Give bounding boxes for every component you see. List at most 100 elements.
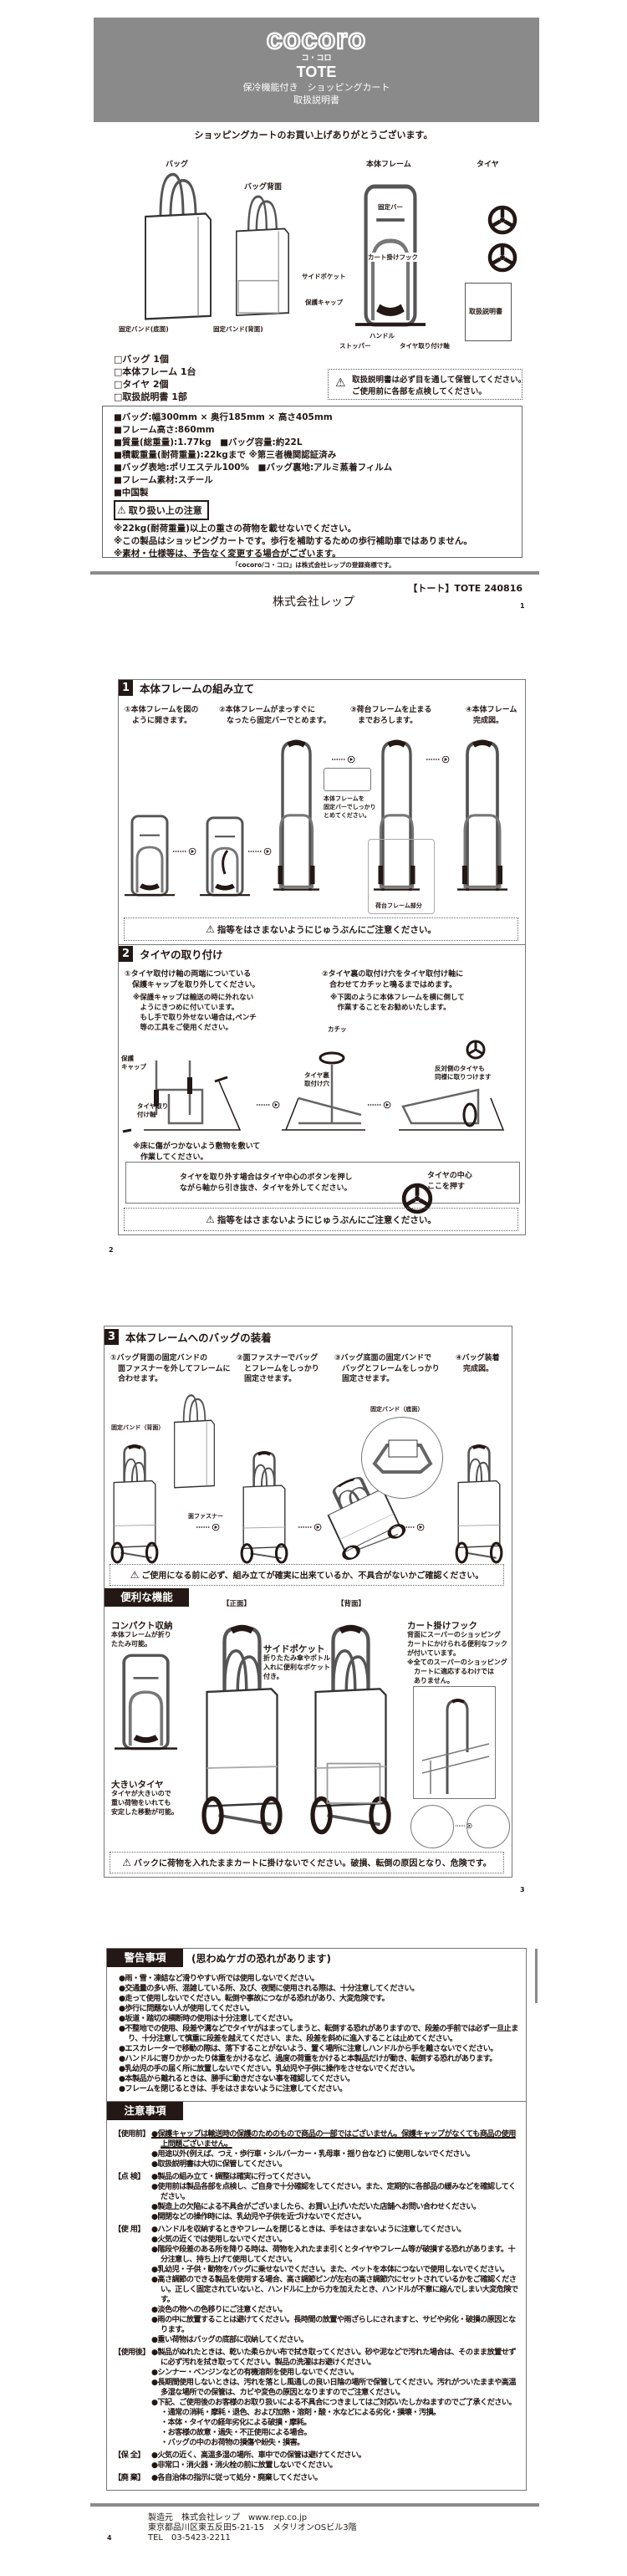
spec-line: ■バッグ表地:ポリエステル100% ■バッグ裏地:アルミ蒸着フィルム [114, 463, 393, 473]
section-number: 1 [119, 680, 133, 696]
caution-group-label: 【廃 棄】 [114, 2473, 145, 2482]
caution-item: ●重い荷物はバッグの底部に収納してください。 [151, 2335, 308, 2344]
caution-item: ●シンナー・ベンジンなどの有機溶剤を使用しないでください。 [151, 2368, 359, 2377]
page-number: 3 [520, 1886, 525, 1894]
manual-illustration: 取扱説明書 [465, 283, 512, 341]
tire-icon [472, 190, 502, 220]
step-text: ②タイヤ裏の取付け穴をタイヤ取付け軸に 合わせてカチッと鳴るまではめます。 [322, 970, 464, 989]
step-text: ②本体フレームがまっすぐに なったら固定バーでとめます。 [219, 706, 331, 725]
hook-detail-inset [466, 1805, 510, 1848]
caution-item: ●火気の近く、高温多湿の場所、車中での保管は避けてください。 [151, 2451, 366, 2460]
warning-item: ●フレームを閉じるときは、手をはさまないように注意してください。 [119, 2084, 347, 2093]
page-number: 4 [107, 2534, 112, 2542]
spec-line: ■中国製 [114, 488, 149, 498]
page-4: 警告事項 (思わぬケガの恐れがあります) ●雨・雪・凍結など滑りやすい所では使用… [90, 1948, 539, 2543]
cart-step2-illustration [238, 1450, 290, 1565]
hook-detail-inset [410, 1805, 454, 1848]
removal-text: タイヤを取り外す場合はタイヤ中心のボタンを押し ながら軸から引き抜き、タイヤを外… [180, 1173, 353, 1193]
warning-triangle-icon: ⚠ [130, 1569, 140, 1581]
back-view-label: 【背面】 [337, 1600, 366, 1608]
caution-item: ●取扱説明書は大切に保管してください。 [151, 2159, 287, 2169]
callout-axle: タイヤ取り付け軸 [400, 342, 450, 350]
compact-frame-illustration [115, 1653, 177, 1751]
caution-item: ●保護キャップは輸送時の保護のためのもので商品の一部ではございません。保護キャッ… [151, 2129, 516, 2149]
caution-text: 指等をはさまないようにじゅうぶんにご注意ください。 [217, 925, 436, 935]
caution-item: ●使用前は製品各部を点検し、ご自身で十分確認をしてください。また、定期的に各部品… [151, 2182, 516, 2201]
cart-step1-illustration [109, 1444, 161, 1565]
cautions-heading: 注意事項 [107, 2102, 183, 2120]
warning-triangle-icon: ⚠ [117, 504, 126, 516]
callout-cap: 保護キャップ [305, 299, 343, 306]
caution-line: ※22kg(耐荷重量)以上の重さの荷物を載せないでください。 [114, 524, 357, 534]
maker-tel: TEL 03-5423-2211 [148, 2533, 231, 2543]
checklist-item: □タイヤ 2個 [114, 379, 169, 390]
document-title: 取扱説明書 [293, 95, 339, 105]
logo-kana: コ・コロ [301, 54, 332, 63]
next-arrow-icon [173, 847, 196, 856]
caution-item: ●乳幼児・子供・動物をバッグに乗せないでください。また、ペットを本体につないで使… [151, 2265, 509, 2274]
thanks-message: ショッピングカートのお買い上げありがとうございます。 [194, 130, 433, 141]
caution-item: ●淡色の物への色移りにご注意ください。 [151, 2305, 287, 2314]
warning-item: ●エスカレーターで移動の際は、落下することがないよう、置く場所に注意しハンドルか… [119, 2044, 498, 2053]
warnings-subtitle: (思わぬケガの恐れがあります) [191, 1952, 331, 1965]
next-arrow-icon [248, 847, 272, 856]
step-text: ①タイヤ取付け軸の両端についている 保護キャップを取り外してください。 [125, 970, 260, 989]
next-arrow-icon [298, 1523, 322, 1531]
tire-center-icon [385, 1167, 417, 1199]
spec-box: ■バッグ:幅300mm × 奥行185mm × 高さ405mm ■フレーム高さ:… [102, 406, 522, 559]
click-label: カチッ [328, 1025, 347, 1033]
warning-item: ●坂道・踏切の横断時の使用は十分注意してください。 [119, 2014, 298, 2023]
cautions-section: 注意事項 【使用前】●保護キャップは輸送時の保護のためのもので商品の一部ではござ… [107, 2101, 526, 2490]
caution-group-label: 【点 検】 [114, 2172, 145, 2181]
features-heading: 便利な機能 [104, 1588, 189, 1607]
feature-hook-desc: 背面にスーパーのショッピング カートにかけられる便利なフック が付いています。 … [407, 1631, 507, 1684]
caution-group: 【保 全】●火気の近く、高温多湿の場所、車中での保管は避けてください。●非常口・… [114, 2451, 521, 2471]
band-bottom-label: 固定バンド（底面） [370, 1405, 424, 1413]
removal-label: タイヤの中心 ここを押す [427, 1172, 472, 1191]
cover-header: cocoro コ・コロ TOTE 保冷機能付き ショッピングカート 取扱説明書 [94, 18, 539, 122]
shopping-cart-hook-illustration [421, 1699, 490, 1794]
band-detail-inset [361, 1417, 443, 1499]
read-manual-notice: ⚠ 取扱説明書は必ず目を通して保管してください。 ご使用前に各部を点検してくださ… [328, 369, 526, 400]
part-label-bag: バッグ [166, 161, 189, 169]
warnings-list: ●雨・雪・凍結など滑りやすい所では使用しないでください。●交通量の多い所、混雑し… [107, 1967, 526, 2101]
caution-item: ●ハンドルを収納するときやフレームを閉じるときは、手をはさまないように注意してく… [151, 2225, 466, 2234]
divider [90, 2503, 539, 2507]
feature-tire-title: 大きいタイヤ [111, 1780, 164, 1790]
warning-item: ●ハンドルに寄りかかったり体重をかけるなど、過度の荷重をかけると本製品だけが動き… [119, 2054, 497, 2063]
warning-triangle-icon: ⚠ [335, 376, 346, 390]
warnings-header: 警告事項 (思わぬケガの恐れがあります) [107, 1949, 526, 1967]
step-text: ②面ファスナーでバッグ とフレームをしっかり 固定させます。 [237, 1354, 319, 1383]
caution-group: 【廃 棄】●各自治体の指示に従って処分・廃棄してください。 [114, 2473, 521, 2483]
handling-caution-label: ⚠取り扱い上の注意 [114, 500, 209, 520]
company-name: 株式会社レップ [273, 595, 354, 609]
product-name: TOTE [296, 64, 337, 80]
tire-mounting-illustration [122, 1040, 505, 1133]
page-number: 1 [520, 602, 525, 610]
spec-line: ■フレーム素材:スチール [114, 475, 213, 485]
caution-item: ●高さ調節のできる製品を使用する場合、高さ調節ピンが左右の高さ調節穴にセットされ… [151, 2275, 518, 2304]
caution-label-text: 取り扱い上の注意 [128, 505, 202, 516]
caution-item: ●非常口・消火器・消火栓の前に放置しないでください。 [151, 2461, 337, 2470]
page-number: 2 [109, 1246, 114, 1254]
next-arrow-icon [426, 755, 450, 764]
warning-triangle-icon: ⚠ [206, 923, 215, 935]
step-text: ③バッグ底面の固定バンドで バッグとフレームをしっかり 固定させます。 [334, 1354, 440, 1383]
caution-group: 【使用後】●製品がぬれたときは、乾いた柔らかい布で拭き取ってください。砂や泥など… [114, 2348, 521, 2448]
feature-pocket-title: サイドポケット [263, 1644, 325, 1654]
caution-text: 指等をはさまないようにじゅうぶんにご注意ください。 [217, 1215, 436, 1225]
product-code: 【トート】TOTE 240816 [408, 583, 522, 594]
caution-subitem: ・本体・タイヤの経年劣化による破損・摩耗。 [161, 2418, 311, 2427]
section-title: タイヤの取り付け [140, 948, 223, 961]
caution-line: ※この製品はショッピングカートです。歩行を補助するための歩行補助車ではありません… [114, 536, 472, 546]
caution-item: ●雨の中に放置することは避けてください。長時間の放置や雨ざらしにされますと、サビ… [151, 2315, 516, 2334]
frame-folded-illustration [125, 814, 175, 897]
cart-back-illustration [307, 1623, 395, 1837]
step-text: ①本体フレームを図の ように開きます。 [125, 706, 199, 725]
hook-usage-inset [413, 1686, 496, 1799]
warning-item: ●走って使用しないでください。転倒や事故につながる恐れがあり、大変危険です。 [119, 1994, 390, 2003]
callout-hook: カート掛けフック [368, 253, 418, 262]
